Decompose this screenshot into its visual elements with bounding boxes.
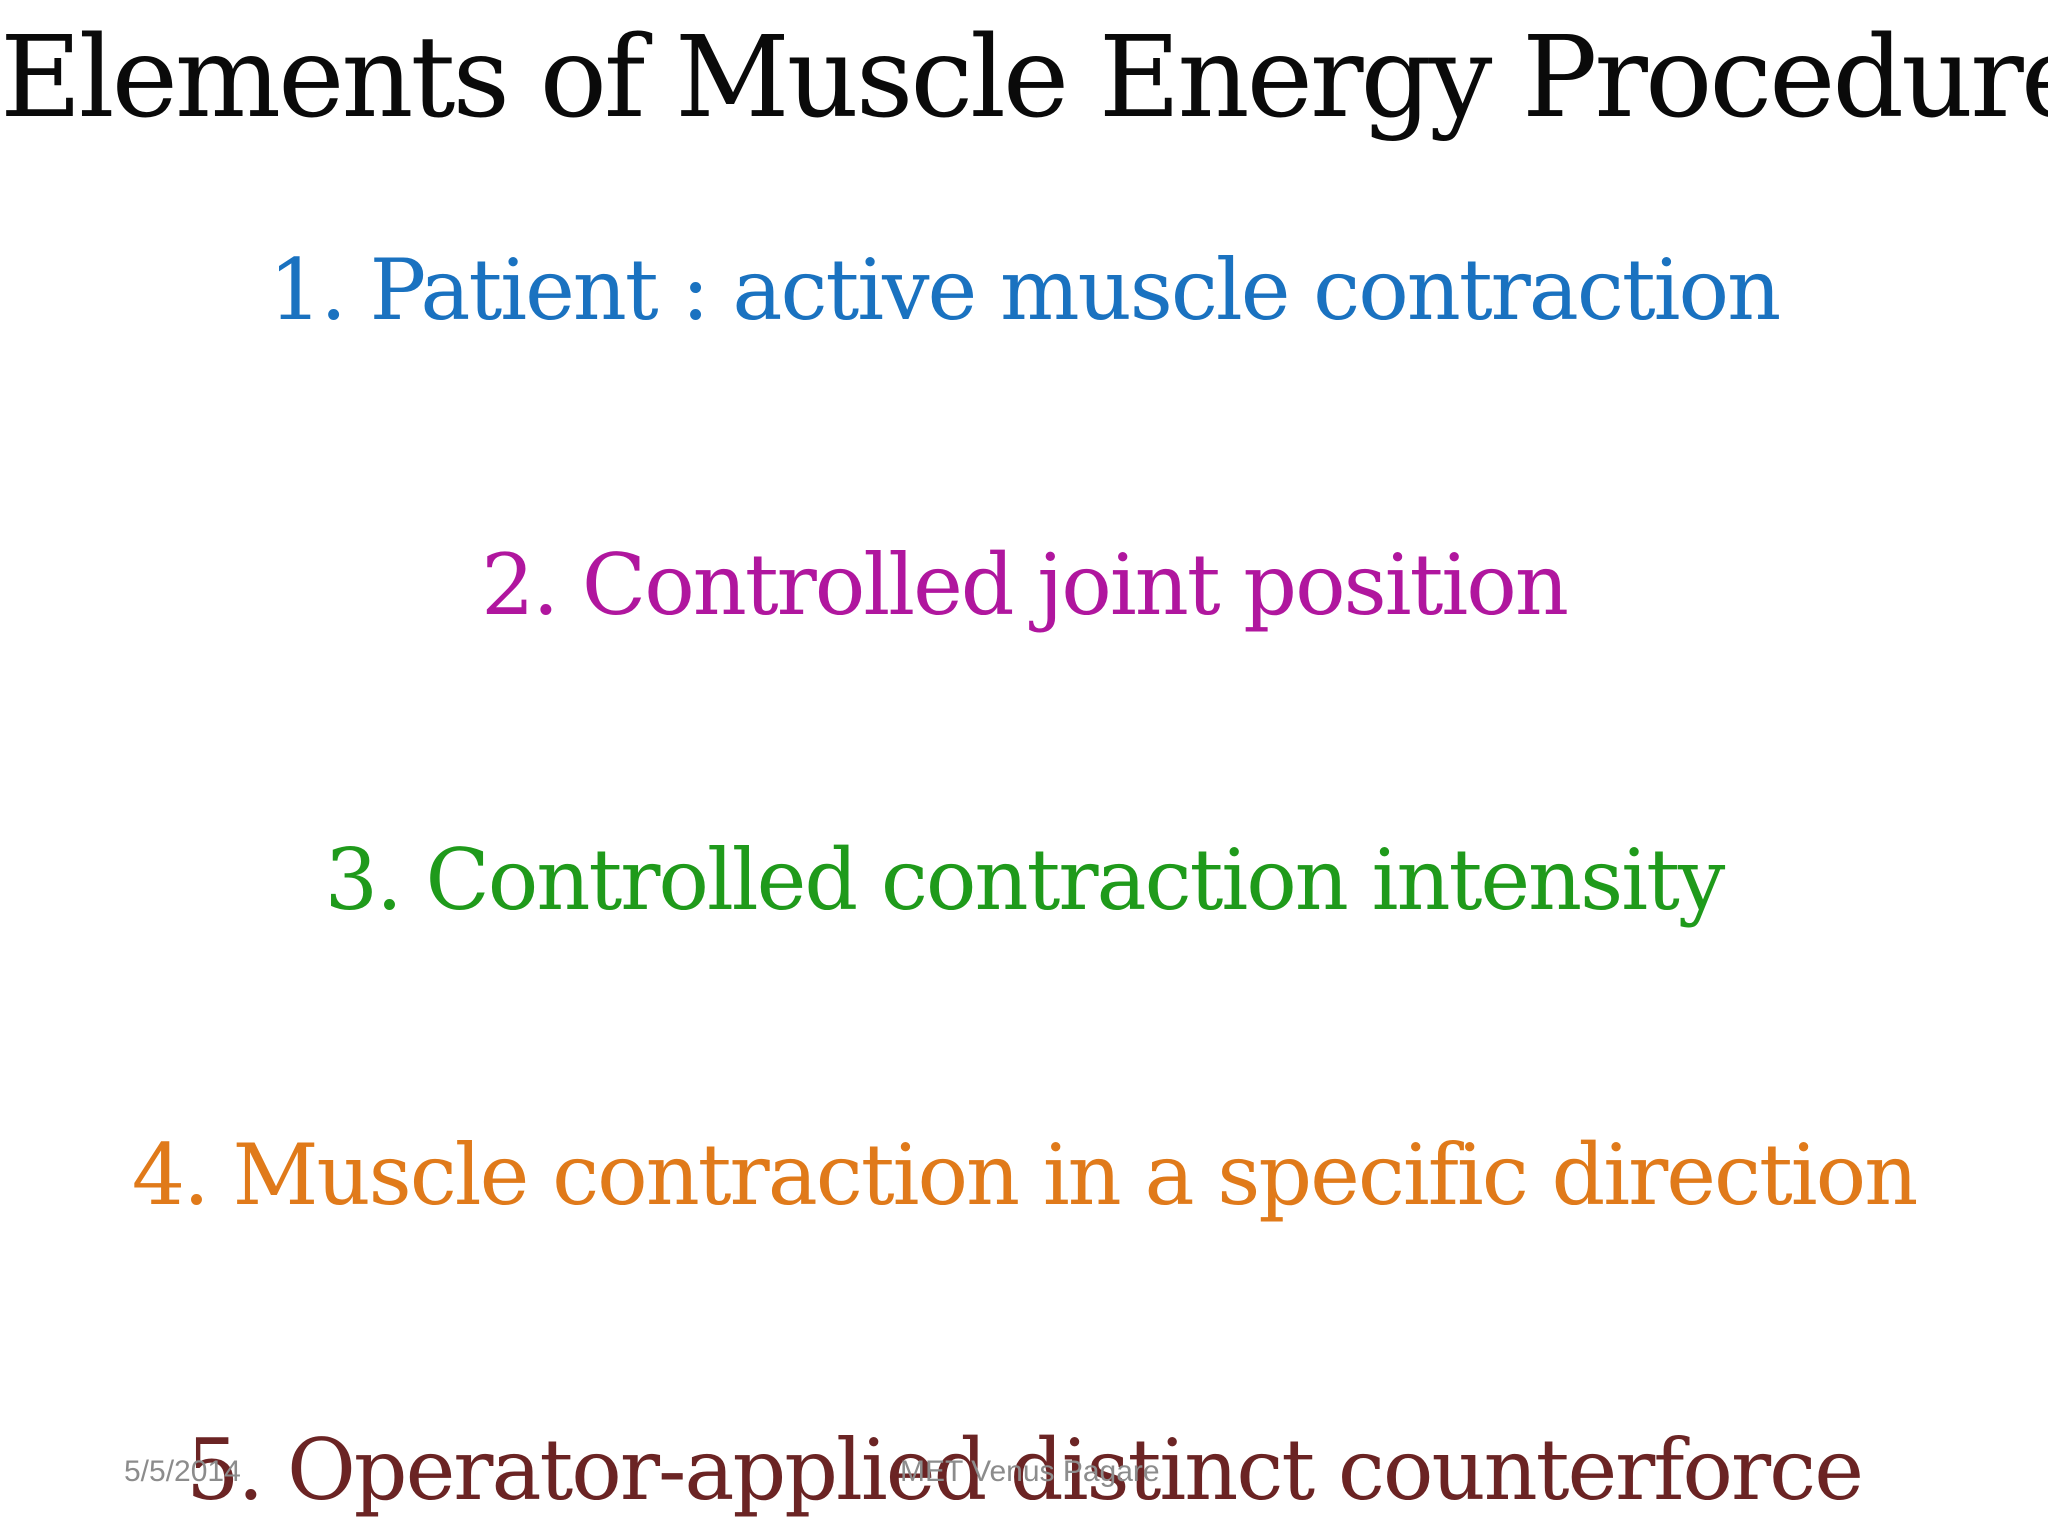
- footer-author: MET Venus Pagare: [900, 1455, 1160, 1488]
- list-item-5: 5. Operator-applied distinct counterforc…: [186, 1421, 1864, 1519]
- list-item-4: 4. Muscle contraction in a specific dire…: [131, 1126, 1919, 1224]
- list-item-2: 2. Controlled joint position: [481, 536, 1569, 634]
- slide-title: Elements of Muscle Energy Procedures: [0, 13, 2048, 143]
- list-item-1: 1. Patient : active muscle contraction: [268, 241, 1781, 339]
- footer-date: 5/5/2014: [124, 1455, 241, 1488]
- list-item-3: 3. Controlled contraction intensity: [324, 831, 1726, 929]
